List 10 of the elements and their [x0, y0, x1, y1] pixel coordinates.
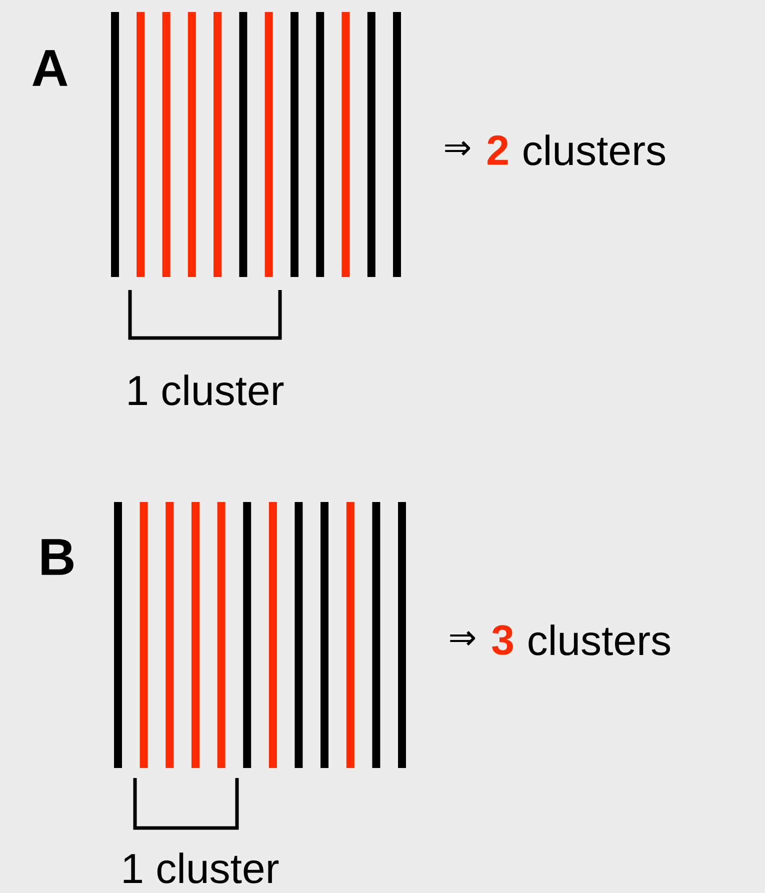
bracket-label: 1 cluster	[128, 374, 284, 406]
result-text: clusters	[528, 624, 670, 656]
cluster-count: 3	[492, 625, 513, 655]
cluster-count: 2	[488, 135, 508, 165]
implies-symbol: ⇒	[445, 141, 470, 156]
panel-letter: A	[32, 50, 68, 86]
bracket-label: 1 cluster	[124, 852, 279, 884]
panel-letter: B	[42, 539, 74, 575]
result-text: clusters	[524, 134, 666, 166]
implies-symbol: ⇒	[450, 631, 476, 646]
